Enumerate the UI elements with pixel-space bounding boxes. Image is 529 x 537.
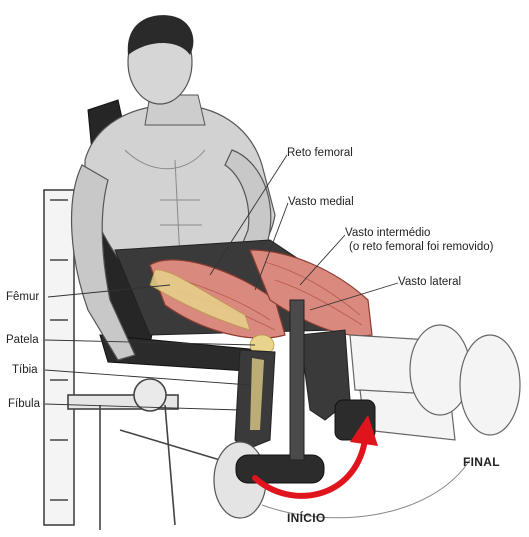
label-vasto-medial: Vasto medial [288, 196, 354, 208]
leader-lines [44, 154, 399, 411]
femur-bone [149, 269, 251, 331]
label-vasto-intermedio: Vasto intermédio [345, 227, 431, 239]
roller-pad-start [235, 454, 325, 484]
torso-shading [124, 149, 206, 261]
label-reto-femoral: Reto femoral [287, 147, 353, 159]
label-tibia: Tíbia [12, 364, 38, 376]
label-fibula: Fíbula [8, 398, 40, 410]
label-inicio: INÍCIO [287, 511, 326, 525]
label-vasto-lateral: Vasto lateral [398, 276, 462, 288]
left-arm [71, 164, 136, 361]
lever-arm [289, 299, 305, 461]
tibia-bone [250, 358, 264, 430]
hair [127, 15, 194, 55]
motion-arrow [252, 437, 368, 499]
label-vasto-intermedio-note: (o reto femoral foi removido) [349, 241, 494, 253]
label-final: FINAL [463, 455, 500, 469]
label-patela: Patela [6, 334, 39, 346]
label-femur: Fêmur [6, 291, 40, 303]
legs-final-position [349, 324, 521, 441]
machine-chair [43, 189, 221, 530]
motion-arrow-head [350, 415, 378, 446]
motion-arc [261, 459, 471, 519]
